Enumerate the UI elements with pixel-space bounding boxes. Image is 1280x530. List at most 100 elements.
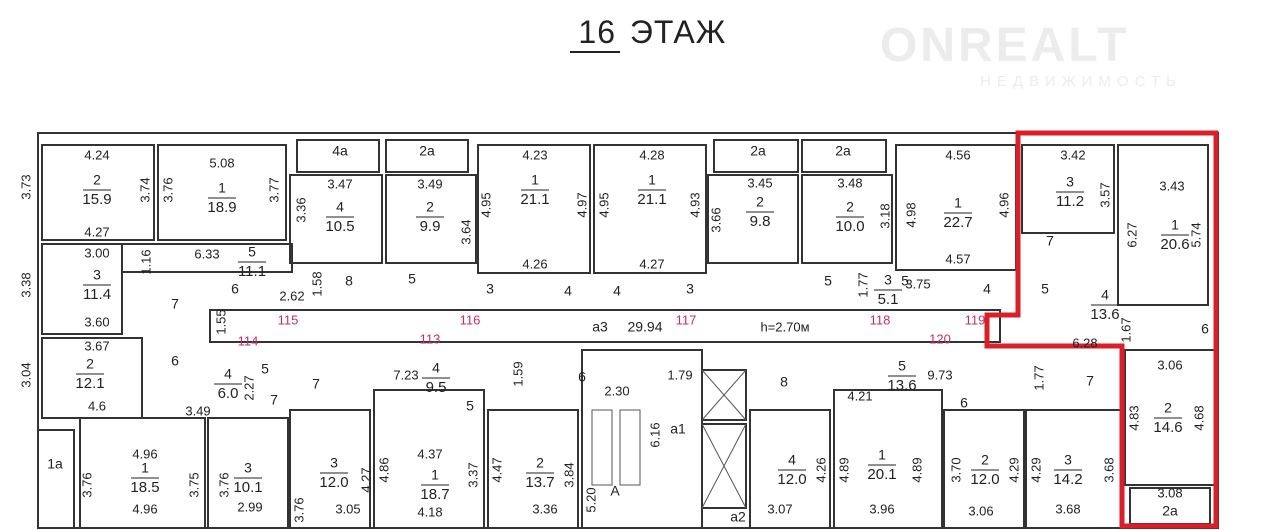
dimension-label: 4.28 <box>639 147 664 162</box>
room-number: 4 <box>1101 287 1109 303</box>
room-area: 18.9 <box>207 199 236 216</box>
room-number-label: 6 <box>1201 321 1209 337</box>
dimension-label: 6.27 <box>1124 222 1139 247</box>
room-number-label: 8 <box>780 374 788 390</box>
dimension-label: 4.27 <box>84 224 109 239</box>
room-number: 3 <box>1064 452 1072 468</box>
dimension-label: 4.6 <box>88 398 106 413</box>
dimension-label: 6.33 <box>194 246 219 261</box>
dimension-label: 4.21 <box>847 388 872 403</box>
section-marker: 119 <box>965 312 986 327</box>
room-number-label: 7 <box>171 296 179 312</box>
dimension-label: 3.96 <box>869 501 894 516</box>
dimension-label: 3.07 <box>767 501 792 516</box>
dimension-label: 3.77 <box>266 177 281 202</box>
room-area: 10.0 <box>835 218 864 235</box>
room-area: 18.5 <box>130 479 159 496</box>
room-number-label: 5 <box>824 273 832 289</box>
room-number-label: 5 <box>1041 281 1049 297</box>
room-number-label: 6 <box>231 281 239 297</box>
dimension-label: 4.26 <box>522 256 547 271</box>
dimension-label: 3.75 <box>905 276 930 291</box>
dimension-label: 3.00 <box>84 245 109 260</box>
room-area: 6.0 <box>218 385 239 402</box>
space-label: A <box>610 483 620 499</box>
dimension-label: 3.06 <box>968 503 993 518</box>
dimension-label: 1.77 <box>855 272 870 297</box>
dimension-label: 3.66 <box>708 207 723 232</box>
corridor-area: 29.94 <box>627 319 662 335</box>
dimension-label: 3.04 <box>18 362 33 387</box>
room-number-label: 6 <box>171 353 179 369</box>
dimension-label: 3.36 <box>532 501 557 516</box>
dimension-label: 4.27 <box>639 256 664 271</box>
room-number: 1 <box>954 195 962 211</box>
dimension-label: 4.27 <box>358 467 373 492</box>
dimension-label: 4.83 <box>1126 405 1141 430</box>
room-number-label: 3 <box>486 281 494 297</box>
dimension-label: 4.96 <box>996 192 1011 217</box>
room-number-label: 4 <box>613 283 621 299</box>
dimension-label: 6.16 <box>647 422 662 447</box>
ceiling-height: h=2.70м <box>760 319 809 334</box>
room-number-label: 3 <box>686 281 694 297</box>
room-number: 1 <box>531 172 539 188</box>
dimension-label: 6.28 <box>1072 335 1097 350</box>
dimension-label: 4.95 <box>596 192 611 217</box>
room-number: 2 <box>756 194 764 210</box>
room-number: 3 <box>1066 174 1074 190</box>
space-label: 4a <box>332 143 348 159</box>
dimension-label: 4.56 <box>945 147 970 162</box>
room-number: 2 <box>86 356 94 372</box>
watermark: ONREALT НЕДВИЖИМОСТЬ <box>880 18 1182 90</box>
room-number: 3 <box>93 267 101 283</box>
room-area: 10.5 <box>325 218 354 235</box>
room-number: 2 <box>536 455 544 471</box>
dimension-label: 4.93 <box>687 192 702 217</box>
section-marker: 116 <box>460 312 481 327</box>
dimension-label: 2.99 <box>237 499 262 514</box>
dimension-label: 4.95 <box>478 192 493 217</box>
room-area: 14.2 <box>1053 471 1082 488</box>
dimension-label: 4.24 <box>84 147 109 162</box>
room-area: 21.1 <box>520 191 549 208</box>
floor-word: ЭТАЖ <box>629 14 727 50</box>
dimension-label: 4.89 <box>909 457 924 482</box>
room-number: 1 <box>1171 217 1179 233</box>
room-area: 12.0 <box>319 474 348 491</box>
room-number-label: 5 <box>408 271 416 287</box>
room-area: 11.4 <box>83 286 111 303</box>
dimension-label: 2.62 <box>279 288 304 303</box>
room-number-label: 4 <box>983 281 991 297</box>
room-area: 9.5 <box>426 379 447 396</box>
space-label: 1a <box>47 456 63 472</box>
dimension-label: 3.84 <box>561 462 576 487</box>
dimension-label: 4.68 <box>1191 405 1206 430</box>
room-number-label: 6 <box>960 395 968 411</box>
dimension-label: 4.97 <box>574 192 589 217</box>
dimension-label: 4.96 <box>132 446 157 461</box>
dimension-label: 3.08 <box>1157 485 1182 500</box>
section-marker: 113 <box>420 331 441 346</box>
dimension-label: 1.59 <box>510 361 525 386</box>
room-number-label: 5 <box>261 361 269 377</box>
dimension-label: 1.55 <box>213 309 228 334</box>
floor-number: 16 <box>570 14 620 53</box>
section-marker: 120 <box>929 331 951 346</box>
room-number: 4 <box>432 360 440 376</box>
room-number-label: 7 <box>312 376 320 392</box>
dimension-label: 3.42 <box>1060 147 1085 162</box>
room-area: 15.9 <box>82 191 111 208</box>
room-number-label: 8 <box>345 273 353 289</box>
room-number: 4 <box>336 199 344 215</box>
dimension-label: 4.86 <box>376 457 391 482</box>
room-number: 5 <box>898 358 906 374</box>
room-number: 2 <box>93 172 101 188</box>
dimension-label: 1.77 <box>1031 365 1046 390</box>
room-number: 4 <box>788 452 796 468</box>
dimension-label: 4.37 <box>417 446 442 461</box>
dimension-label: 4.29 <box>1028 457 1043 482</box>
dimension-label: 3.43 <box>1159 178 1184 193</box>
dimension-label: 3.74 <box>137 177 152 202</box>
dimension-label: 3.76 <box>160 177 175 202</box>
